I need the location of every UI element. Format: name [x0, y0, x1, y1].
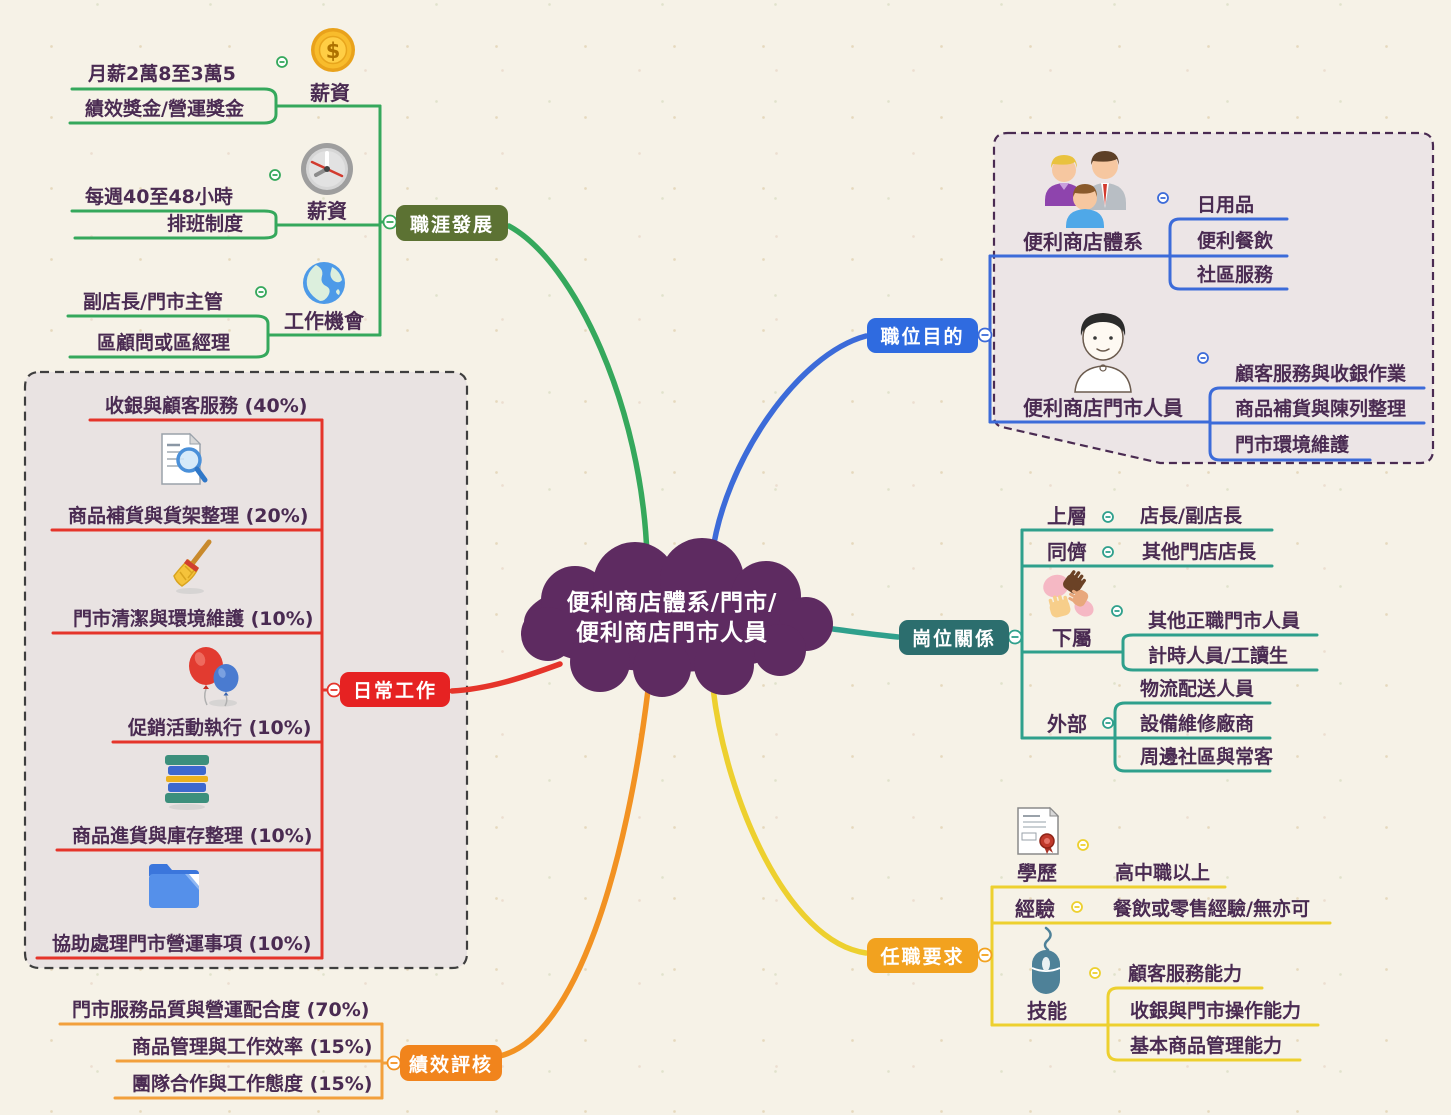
topic-deputy-manager[interactable]: 副店長/門市主管 [83, 291, 223, 313]
topic-service-quality[interactable]: 門市服務品質與營運配合度 (70%) [72, 999, 370, 1021]
topic-assist-operations[interactable]: 協助處理門市營運事項 (10%) [52, 933, 312, 955]
node-requirements[interactable]: 任職要求 [867, 938, 978, 973]
topic-highschool-above[interactable]: 高中職以上 [1115, 862, 1211, 884]
topic-daily-goods[interactable]: 日用品 [1197, 194, 1255, 216]
node-daily-work[interactable]: 日常工作 [340, 672, 450, 707]
collapse-handle[interactable] [1007, 629, 1023, 645]
topic-food-beverage[interactable]: 便利餐飲 [1197, 230, 1274, 252]
topic-salary[interactable]: 薪資 [310, 81, 350, 105]
books-stack-icon [161, 753, 213, 811]
topic-weekly-hours[interactable]: 每週40至48小時 [85, 186, 233, 208]
central-topic[interactable]: 便利商店體系/門市/ 便利商店門市人員 [512, 588, 832, 648]
collapse-handle[interactable] [1089, 967, 1101, 979]
collapse-handle[interactable] [1071, 901, 1083, 913]
topic-education[interactable]: 學歷 [1017, 861, 1057, 885]
topic-restock-shelf[interactable]: 商品補貨與貨架整理 (20%) [68, 505, 309, 527]
hands-icon [1040, 570, 1096, 626]
topic-fulltime-staff[interactable]: 其他正職門市人員 [1148, 610, 1301, 632]
topic-product-mgmt-skill[interactable]: 基本商品管理能力 [1130, 1035, 1283, 1057]
collapse-handle[interactable] [1197, 352, 1209, 364]
topic-skills[interactable]: 技能 [1027, 999, 1067, 1023]
node-evaluation[interactable]: 績效評核 [400, 1045, 502, 1081]
certificate-icon [1016, 806, 1060, 858]
topic-subordinates[interactable]: 下屬 [1052, 626, 1092, 650]
collapse-handle[interactable] [1102, 717, 1114, 729]
topic-environment-maintain[interactable]: 門市環境維護 [1235, 434, 1350, 456]
collapse-handle[interactable] [255, 286, 267, 298]
collapse-handle[interactable] [1102, 546, 1114, 558]
topic-opportunity[interactable]: 工作機會 [284, 309, 364, 333]
topic-parttime-staff[interactable]: 計時人員/工讀生 [1148, 645, 1288, 667]
daily-work-boundary[interactable] [23, 370, 469, 970]
topic-district-manager[interactable]: 區顧問或區經理 [97, 332, 231, 354]
mouse-icon [1026, 926, 1066, 998]
central-topic-line2: 便利商店門市人員 [576, 620, 768, 646]
collapse-handle[interactable] [276, 56, 288, 68]
topic-inventory[interactable]: 商品進貨與庫存整理 (10%) [72, 825, 313, 847]
topic-experience[interactable]: 經驗 [1015, 897, 1055, 921]
topic-retail-experience[interactable]: 餐飲或零售經驗/無亦可 [1113, 898, 1310, 920]
collapse-handle[interactable] [382, 214, 398, 230]
person-icon [1071, 306, 1135, 394]
topic-upper-level[interactable]: 上層 [1047, 504, 1087, 528]
coin-icon: $ [310, 27, 356, 73]
topic-hours[interactable]: 薪資 [307, 199, 347, 223]
collapse-handle[interactable] [1102, 511, 1114, 523]
central-topic-line1: 便利商店體系/門市/ [566, 590, 778, 616]
collapse-handle[interactable] [386, 1055, 402, 1071]
node-relations[interactable]: 崗位關係 [899, 620, 1009, 655]
topic-other-store-managers[interactable]: 其他門店店長 [1142, 541, 1257, 563]
topic-customer-cashier[interactable]: 顧客服務與收銀作業 [1235, 363, 1407, 385]
topic-cashier-service[interactable]: 收銀與顧客服務 (40%) [105, 395, 308, 417]
topic-promotion[interactable]: 促銷活動執行 (10%) [128, 717, 312, 739]
topic-community-service[interactable]: 社區服務 [1197, 264, 1274, 286]
topic-store-staff[interactable]: 便利商店門市人員 [1023, 396, 1183, 420]
topic-cashier-skill[interactable]: 收銀與門市操作能力 [1130, 1000, 1302, 1022]
topic-community-regulars[interactable]: 周邊社區與常客 [1140, 746, 1274, 768]
topic-work-efficiency[interactable]: 商品管理與工作效率 (15%) [132, 1036, 373, 1058]
collapse-handle[interactable] [977, 947, 993, 963]
node-career[interactable]: 職涯發展 [396, 205, 508, 241]
topic-bonus[interactable]: 績效獎金/營運獎金 [85, 98, 244, 120]
folder-icon [145, 860, 203, 912]
people-group-icon [1037, 148, 1132, 228]
topic-customer-service-skill[interactable]: 顧客服務能力 [1128, 963, 1243, 985]
svg-text:$: $ [326, 39, 341, 63]
topic-store-system[interactable]: 便利商店體系 [1023, 230, 1143, 254]
topic-equipment-vendor[interactable]: 設備維修廠商 [1140, 713, 1255, 735]
collapse-handle[interactable] [1111, 605, 1123, 617]
collapse-handle[interactable] [1077, 839, 1089, 851]
collapse-handle[interactable] [977, 327, 993, 343]
topic-shift-system[interactable]: 排班制度 [167, 213, 244, 235]
globe-icon [302, 261, 346, 305]
topic-peers[interactable]: 同儕 [1047, 540, 1087, 564]
broom-icon [168, 538, 214, 596]
topic-restock-display[interactable]: 商品補貨與陳列整理 [1235, 398, 1407, 420]
collapse-handle[interactable] [1157, 192, 1169, 204]
balloons-icon [185, 645, 243, 709]
collapse-handle[interactable] [326, 682, 342, 698]
collapse-handle[interactable] [269, 169, 281, 181]
purpose-branch-lines [988, 217, 1426, 462]
clock-icon [300, 142, 354, 196]
topic-monthly-pay[interactable]: 月薪2萬8至3萬5 [88, 63, 236, 85]
node-purpose[interactable]: 職位目的 [867, 318, 978, 353]
topic-cleaning[interactable]: 門市清潔與環境維護 (10%) [73, 608, 314, 630]
topic-external[interactable]: 外部 [1047, 712, 1087, 736]
doc-search-icon [158, 432, 210, 492]
topic-store-manager[interactable]: 店長/副店長 [1140, 505, 1242, 527]
topic-teamwork-attitude[interactable]: 團隊合作與工作態度 (15%) [132, 1073, 373, 1095]
topic-logistics[interactable]: 物流配送人員 [1140, 678, 1255, 700]
